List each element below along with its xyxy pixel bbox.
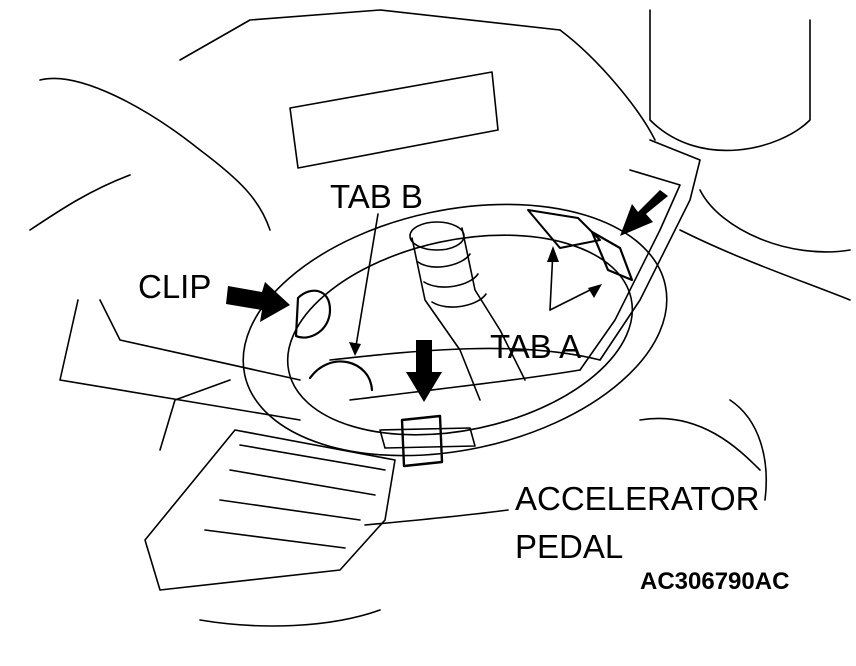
floor-opening-inner xyxy=(286,234,634,436)
pedal-arm-lower-top xyxy=(329,347,601,361)
arrowhead-tab-b xyxy=(349,342,361,356)
floor-curve-right-2 xyxy=(729,399,768,501)
arrow-clip xyxy=(226,282,290,322)
pedal-arm-inner xyxy=(579,169,681,371)
floor-curve-right xyxy=(639,417,761,471)
pedal-pad xyxy=(144,429,396,591)
dash-outline xyxy=(179,9,561,61)
left-clip xyxy=(294,289,332,339)
pedal-pad-rib-3 xyxy=(219,499,361,521)
figure-code: AC306790AC xyxy=(640,568,790,595)
pedal-pad-rib-2 xyxy=(229,469,376,496)
label-tab-b: TAB B xyxy=(330,178,423,215)
floor-panel-left-lower xyxy=(29,174,131,231)
shaft-ring-3 xyxy=(431,293,487,308)
dash-vent xyxy=(289,71,499,169)
floor-panel-left xyxy=(39,77,271,231)
label-clip: CLIP xyxy=(138,268,212,305)
shaft-right xyxy=(461,227,526,381)
pedal-arm-upper xyxy=(599,139,701,361)
leader-accelerator xyxy=(364,509,509,526)
leader-tab-b xyxy=(354,213,379,353)
floor-curve-bottom xyxy=(199,609,381,627)
label-pedal: PEDAL xyxy=(515,528,624,565)
label-accelerator: ACCELERATOR xyxy=(515,480,760,517)
shaft-top xyxy=(409,221,465,251)
arrow-tab-a xyxy=(620,190,668,236)
label-tab-a: TAB A xyxy=(490,328,582,365)
arrowhead-tab-a-2 xyxy=(588,284,602,298)
kick-panel-inner xyxy=(99,299,301,381)
tab-b-loop xyxy=(308,360,374,392)
floor-opening xyxy=(242,203,668,457)
kick-panel-edge xyxy=(159,379,231,451)
arrow-center xyxy=(406,340,442,402)
shaft-ring-1 xyxy=(417,253,471,268)
shaft-ring-2 xyxy=(423,273,479,288)
pedal-pad-rib-4 xyxy=(204,529,346,549)
dash-panel-right xyxy=(559,29,656,141)
pedal-arm-lower-bottom xyxy=(349,369,581,401)
tab-a-bracket xyxy=(527,209,601,249)
shaft-left xyxy=(411,237,481,401)
column-lower-right-2 xyxy=(679,229,851,301)
pedal-pad-rib-1 xyxy=(239,444,386,471)
kick-panel xyxy=(59,299,301,421)
center-clip-band xyxy=(379,427,476,449)
steering-column-top xyxy=(649,9,811,152)
tab-a-clip xyxy=(590,230,634,282)
center-clip xyxy=(400,414,444,468)
arrowhead-tab-a-1 xyxy=(547,246,559,262)
column-lower-right xyxy=(699,189,851,253)
